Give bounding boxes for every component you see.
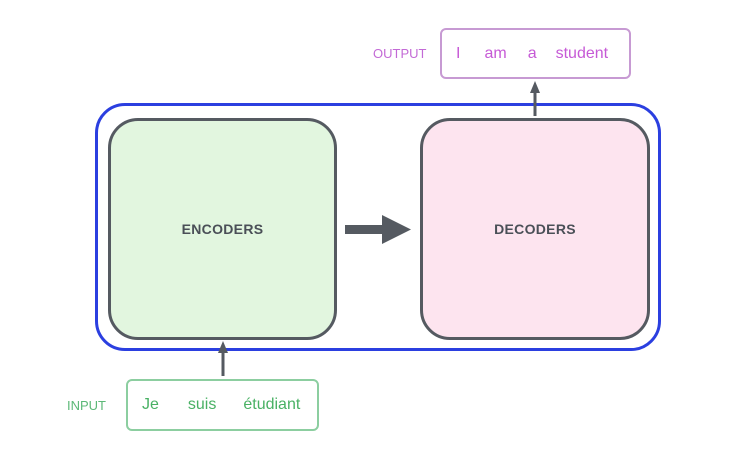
output-word: I	[456, 44, 461, 62]
output-word: am	[484, 44, 507, 62]
input-word: Je	[142, 396, 159, 413]
encoders-label: ENCODERS	[181, 221, 264, 237]
input-label: INPUT	[67, 398, 106, 413]
encoders-block: ENCODERS	[108, 118, 337, 340]
output-word: a	[527, 44, 537, 62]
output-sentence-box: I am a student	[440, 28, 631, 79]
input-to-encoders-arrow-head	[218, 341, 228, 353]
input-word: étudiant	[243, 396, 301, 413]
output-label: OUTPUT	[373, 46, 427, 61]
input-sentence-box: Je suis étudiant	[126, 379, 319, 431]
decoders-to-output-arrow-head	[530, 81, 540, 93]
decoders-block: DECODERS	[420, 118, 650, 340]
transformer-frame	[95, 103, 661, 351]
encoders-to-decoders-arrow-head	[382, 215, 411, 244]
decoders-label: DECODERS	[494, 221, 576, 237]
encoders-to-decoders-arrow-shaft	[345, 225, 383, 234]
output-word: student	[555, 44, 609, 62]
input-word: suis	[187, 396, 217, 413]
